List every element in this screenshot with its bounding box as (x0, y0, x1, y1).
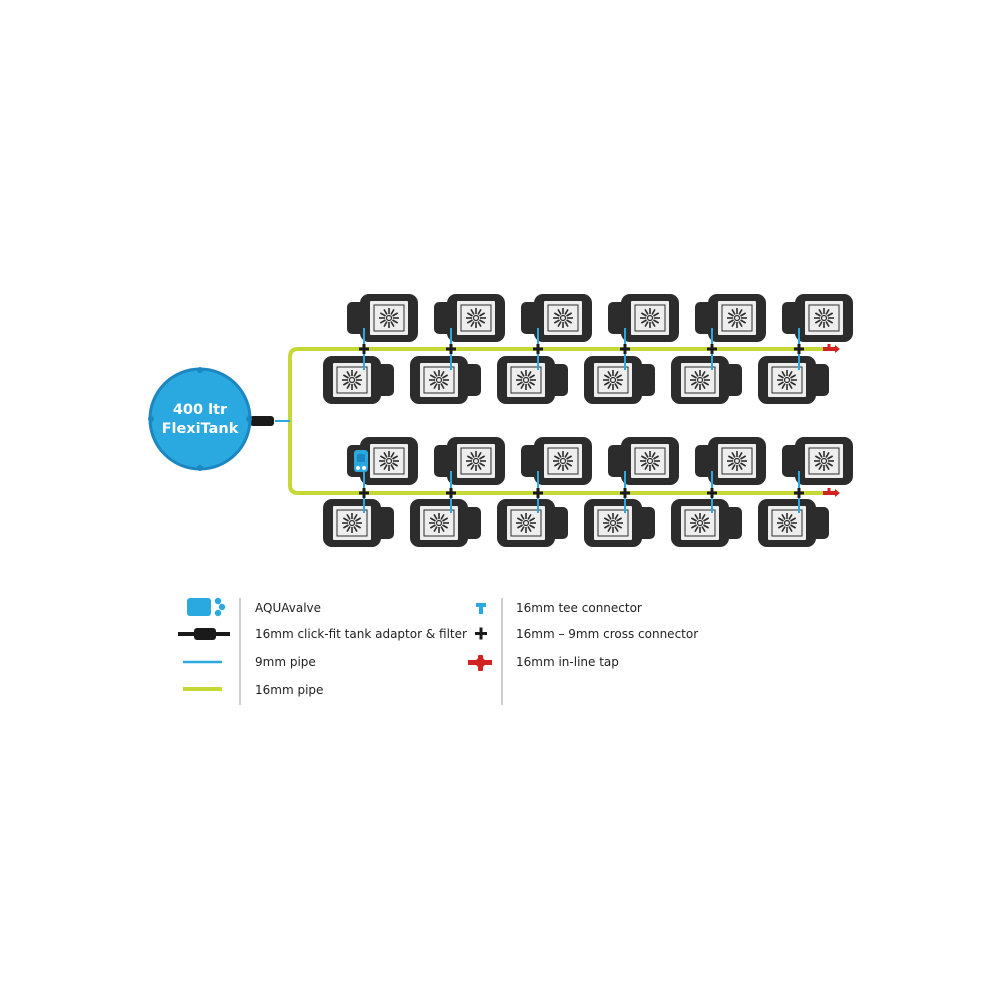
cross-connector (359, 344, 369, 354)
legend-label-16mm-pipe: 16mm pipe (255, 683, 323, 697)
aquavalve-icon (187, 597, 226, 617)
pot-row2-upper-4 (608, 437, 679, 485)
pot-row1-upper-2 (434, 294, 505, 342)
cross-connector (533, 344, 543, 354)
flexitank: 400 ltr FlexiTank (148, 367, 252, 471)
pot-row2-lower-6 (758, 499, 829, 547)
pot-row1-upper-4 (608, 294, 679, 342)
tank-label-line2: FlexiTank (162, 421, 239, 437)
pot-row1-upper-1 (347, 294, 418, 342)
pot-row1-upper-3 (521, 294, 592, 342)
pot-row2-lower-5 (671, 499, 742, 547)
pot-row1-upper-5 (695, 294, 766, 342)
inline-tap-bottom (823, 488, 840, 497)
cross-connector-icon (475, 627, 487, 640)
pot-row2-upper-6 (782, 437, 853, 485)
legend: AQUAvalve 16mm click-fit tank adaptor & … (178, 597, 698, 705)
cross-connector (794, 344, 804, 354)
tank-adaptor-filter-icon (178, 628, 230, 640)
pot-row1-lower-6 (758, 356, 829, 404)
legend-label-tank-adaptor: 16mm click-fit tank adaptor & filter (255, 627, 467, 641)
pot-row2-upper-2 (434, 437, 505, 485)
pot-row2-lower-2 (410, 499, 481, 547)
legend-label-inline-tap: 16mm in-line tap (516, 655, 619, 669)
cross-connector (707, 344, 717, 354)
cross-connector (794, 488, 804, 498)
pot-row1-lower-3 (497, 356, 568, 404)
cross-connector (359, 488, 369, 498)
connector-group (359, 328, 804, 513)
pipe-network (275, 347, 828, 495)
aquavalve (354, 450, 368, 472)
pot-row1-lower-5 (671, 356, 742, 404)
cross-connector (620, 488, 630, 498)
pot-row2-lower-1 (323, 499, 394, 547)
pot-row2-lower-3 (497, 499, 568, 547)
pot-row2-upper-5 (695, 437, 766, 485)
legend-label-tee-connector: 16mm tee connector (516, 601, 642, 615)
cross-connector (446, 488, 456, 498)
legend-label-aquavalve: AQUAvalve (255, 601, 321, 615)
cross-connector (533, 488, 543, 498)
tee-connector-icon (476, 603, 486, 614)
pot-row2-upper-3 (521, 437, 592, 485)
inline-tap-icon (468, 655, 492, 671)
cross-connector (707, 488, 717, 498)
pot-grid (323, 294, 853, 547)
pot-row1-lower-2 (410, 356, 481, 404)
pot-row2-lower-4 (584, 499, 655, 547)
inline-tap-top (823, 344, 840, 353)
pot-row1-lower-1 (323, 356, 394, 404)
main-16mm-pipe-lower (288, 418, 828, 495)
legend-label-9mm-pipe: 9mm pipe (255, 655, 316, 669)
cross-connector (620, 344, 630, 354)
pot-row1-lower-4 (584, 356, 655, 404)
cross-connector (446, 344, 456, 354)
pot-row1-upper-6 (782, 294, 853, 342)
legend-label-cross-connector: 16mm – 9mm cross connector (516, 627, 698, 641)
main-16mm-pipe (288, 347, 828, 422)
tank-label-line1: 400 ltr (173, 402, 228, 418)
